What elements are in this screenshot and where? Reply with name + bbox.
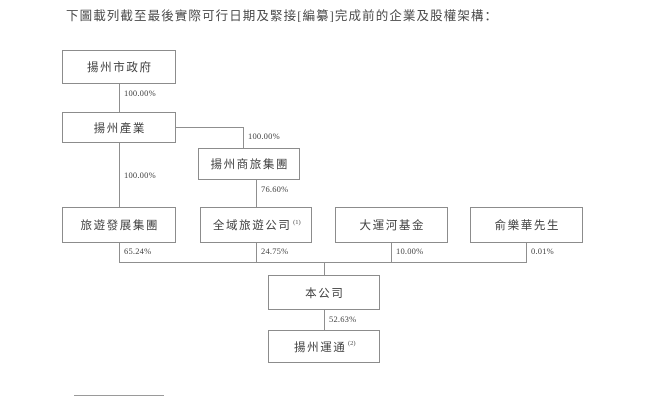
footnote-separator-rule xyxy=(74,395,164,396)
connector-industry-to-travelgroup-horizontal xyxy=(176,127,244,128)
connector-tourismdev-drop xyxy=(119,243,120,262)
connector-travelgroup-to-quanyu xyxy=(256,180,257,207)
percent-label-company-to-yuntong: 52.63% xyxy=(329,314,357,324)
node-quanyu-tourism-company: 全域旅遊公司(1) xyxy=(200,207,312,243)
node-label: 大運河基金 xyxy=(359,220,426,232)
node-label: 旅遊發展集團 xyxy=(80,220,160,232)
node-label: 揚州產業 xyxy=(93,122,146,135)
percent-label-quanyu-to-company: 24.75% xyxy=(261,246,289,256)
node-label: 本公司 xyxy=(305,287,345,300)
node-yangzhou-yuntong: 揚州運通(2) xyxy=(268,330,380,363)
node-yangzhou-business-travel-group: 揚州商旅集團 xyxy=(198,148,300,180)
percent-label-tourismdev-to-company: 65.24% xyxy=(124,246,152,256)
percent-label-mryu-to-company: 0.01% xyxy=(531,246,554,256)
connector-canalfund-drop xyxy=(391,243,392,262)
node-tourism-development-group: 旅遊發展集團 xyxy=(62,207,176,243)
node-our-company: 本公司 xyxy=(268,275,380,310)
percent-label-travelgroup-to-quanyu: 76.60% xyxy=(261,184,289,194)
connector-company-to-yuntong xyxy=(324,310,325,330)
connector-mryu-drop xyxy=(526,243,527,262)
connector-shareholder-bus xyxy=(119,262,527,263)
node-label: 揚州運通 xyxy=(294,341,347,354)
node-yangzhou-industry: 揚州產業 xyxy=(62,112,176,143)
percent-label-industry-to-tourismdev: 100.00% xyxy=(124,170,156,180)
node-grand-canal-fund: 大運河基金 xyxy=(335,207,448,243)
node-label: 俞樂華先生 xyxy=(494,220,561,232)
node-label: 揚州商旅集團 xyxy=(210,159,290,171)
connector-quanyu-drop xyxy=(256,243,257,262)
node-mr-yu-lehua: 俞樂華先生 xyxy=(470,207,583,243)
node-yangzhou-municipal-government: 揚州市政府 xyxy=(62,50,176,84)
connector-bus-to-company xyxy=(324,262,325,275)
connector-government-to-industry xyxy=(119,84,120,112)
node-footnote-marker: (1) xyxy=(293,218,301,226)
intro-paragraph: 下圖載列截至最後實際可行日期及緊接[編纂]完成前的企業及股權架構： xyxy=(66,9,499,23)
node-label: 揚州市政府 xyxy=(87,62,153,74)
connector-industry-to-tourismdev xyxy=(119,143,120,207)
percent-label-canalfund-to-company: 10.00% xyxy=(396,246,424,256)
percent-label-government-to-industry: 100.00% xyxy=(124,88,156,98)
node-footnote-marker: (2) xyxy=(348,340,356,347)
node-label: 全域旅遊公司 xyxy=(212,220,292,232)
percent-label-industry-to-travelgroup: 100.00% xyxy=(248,131,280,141)
connector-industry-to-travelgroup-vertical xyxy=(243,127,244,148)
